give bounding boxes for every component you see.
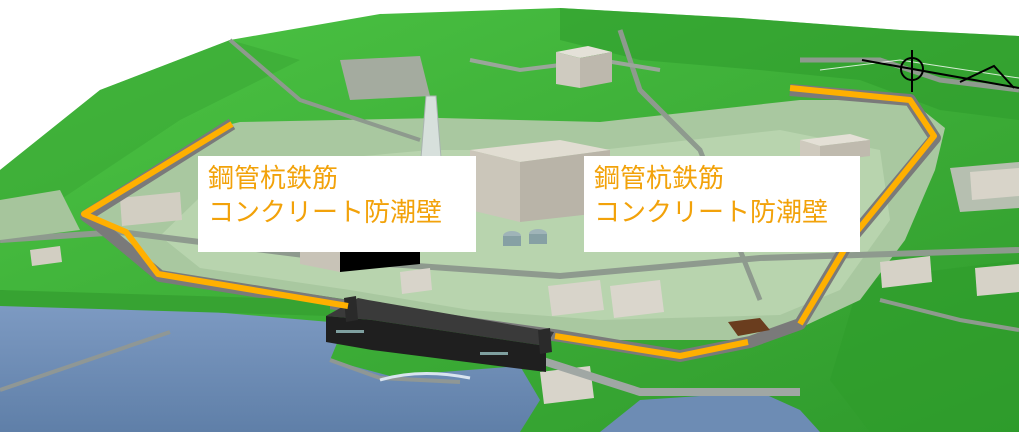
intake-post-right: [538, 328, 552, 354]
building-east-3: [970, 168, 1019, 200]
intake-window-2: [480, 352, 508, 355]
seafront-green-strip: [0, 290, 330, 316]
seawall-line-east: [554, 333, 749, 359]
hill-shade-west: [0, 40, 300, 230]
pier-east: [538, 356, 800, 396]
building-north-cube-side: [580, 52, 612, 88]
seawall-label-left: 鋼管杭鉄筋 コンクリート防潮壁: [198, 156, 476, 252]
road-3: [228, 38, 421, 142]
outfall-ripple: [379, 372, 471, 382]
road-4: [800, 57, 1019, 93]
seawall-line-northeast: [789, 85, 937, 326]
building-north-cube-front: [556, 52, 580, 88]
breakwater-2: [329, 358, 461, 384]
breakwater-1: [0, 330, 171, 392]
building-south-3: [400, 268, 432, 294]
reactor-building-top: [470, 140, 610, 162]
building-east-2: [880, 256, 932, 288]
building-west-1: [120, 192, 182, 226]
reactor-building-front: [470, 150, 520, 222]
building-east-4: [975, 264, 1019, 296]
north-arrow-icon: [861, 50, 1019, 92]
building-south-2: [610, 280, 664, 318]
seawall-label-left-line1: 鋼管杭鉄筋: [208, 164, 339, 194]
flat-patch-west: [0, 190, 80, 240]
building-west-3: [30, 246, 62, 266]
intake-wall-front: [326, 316, 546, 372]
building-east-top: [800, 134, 870, 146]
intake-window-1: [336, 330, 364, 333]
seawall-label-left-line2: コンクリート防潮壁: [208, 198, 443, 228]
gate-structure: [728, 318, 770, 336]
seawall-label-right: 鋼管杭鉄筋 コンクリート防潮壁: [584, 156, 860, 252]
tank-1-body: [503, 236, 521, 246]
seawall-label-right-line1: 鋼管杭鉄筋: [594, 164, 725, 194]
building-south-1: [548, 280, 604, 316]
road-6: [879, 298, 1019, 332]
building-north-cube-top: [556, 46, 612, 58]
hill-shade-north: [560, 8, 1019, 120]
sea-east: [600, 392, 820, 432]
seawall-label-right-line2: コンクリート防潮壁: [594, 198, 829, 228]
sea: [0, 296, 540, 432]
intake-post-left: [344, 296, 358, 322]
intake-wall-top: [326, 298, 554, 346]
seawall-line-west: [81, 121, 349, 309]
hill-shade-east: [830, 260, 1019, 432]
parking-lot-north: [340, 56, 430, 100]
tank-2-body: [529, 234, 547, 244]
